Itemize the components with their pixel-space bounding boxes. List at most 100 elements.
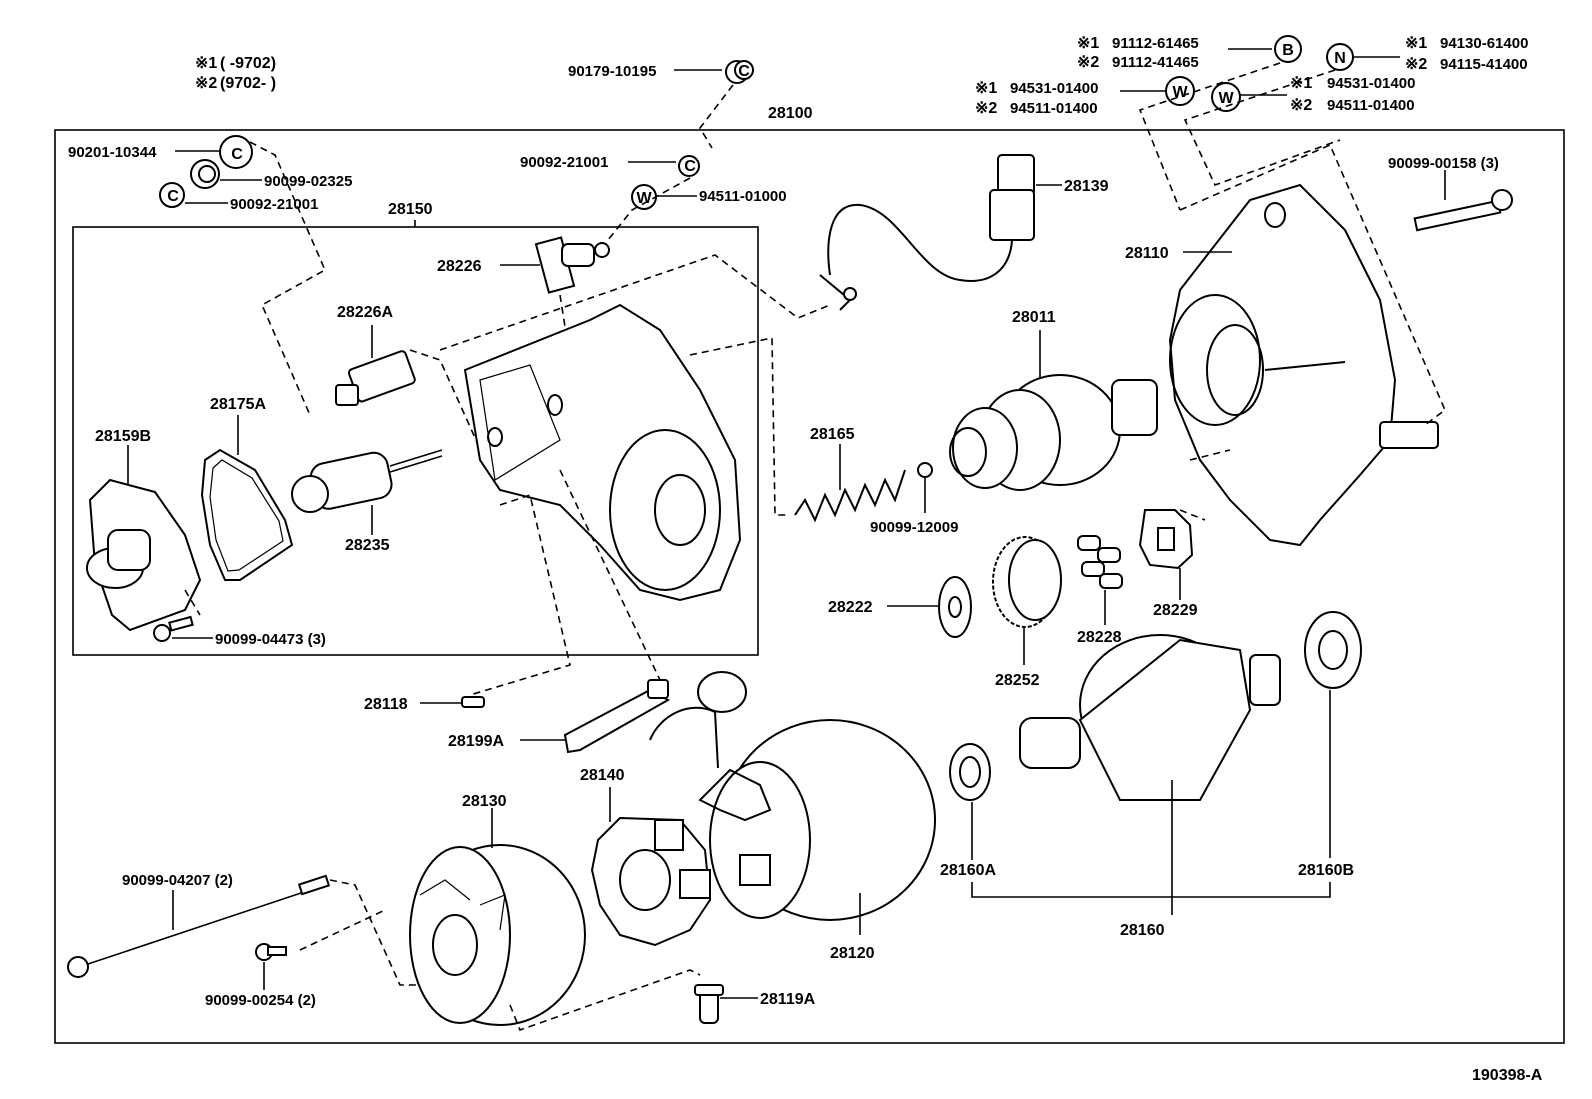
svg-text:※1: ※1 <box>1290 75 1312 92</box>
label-28222: 28222 <box>828 599 873 616</box>
part-28226A <box>335 350 416 406</box>
part-94511-01000: W <box>631 184 657 210</box>
svg-text:※1: ※1 <box>975 80 997 97</box>
legend: ※1 ( -9702) ※2 (9702- ) <box>195 55 276 92</box>
label-28011: 28011 <box>1012 309 1056 326</box>
part-28011 <box>949 374 1158 491</box>
label-28199A: 28199A <box>448 733 504 750</box>
part-28226 <box>534 236 610 294</box>
label-28228: 28228 <box>1077 629 1122 646</box>
label-28175A: 28175A <box>210 396 266 413</box>
label-90099-00254: 90099-00254 (2) <box>205 992 316 1009</box>
part-28222 <box>938 576 972 638</box>
label-94511-01000: 94511-01000 <box>699 188 787 205</box>
svg-text:C: C <box>684 158 696 175</box>
label-90099-12009: 90099-12009 <box>870 519 958 536</box>
label-90092-21001-top: 90092-21001 <box>520 154 608 171</box>
part-90099-00254 <box>255 943 287 961</box>
svg-text:94511-01400: 94511-01400 <box>1327 97 1415 114</box>
svg-text:C: C <box>231 146 243 163</box>
label-28160B: 28160B <box>1298 862 1354 879</box>
part-28130 <box>409 844 586 1026</box>
label-90099-00158: 90099-00158 (3) <box>1388 155 1499 172</box>
circle-c-icon: C <box>738 63 750 80</box>
svg-text:※2: ※2 <box>1405 56 1427 73</box>
part-90099-02325 <box>190 159 220 189</box>
label-90092-21001-left: 90092-21001 <box>230 196 318 213</box>
part-28139 <box>819 154 1035 311</box>
ref-washer-w-left: ※1 94531-01400 ※2 94511-01400 W <box>975 76 1195 117</box>
part-90201-10344: C <box>219 135 253 169</box>
legend-text-1: ( -9702) <box>220 55 276 72</box>
ref-washer-w-right: W ※1 94531-01400 ※2 94511-01400 <box>1211 75 1415 114</box>
part-28119A <box>694 984 724 1024</box>
label-28159B: 28159B <box>95 428 151 445</box>
part-90092-21001-left: C <box>159 182 185 208</box>
part-28140 <box>590 816 712 947</box>
label-90201-10344: 90201-10344 <box>68 144 157 161</box>
svg-text:※1: ※1 <box>1405 35 1427 52</box>
part-28160 <box>1019 634 1281 801</box>
svg-text:※1: ※1 <box>1077 35 1099 52</box>
label-90099-04473: 90099-04473 (3) <box>215 631 326 648</box>
svg-text:※2: ※2 <box>975 100 997 117</box>
part-28120 <box>649 671 936 921</box>
part-28235 <box>291 449 443 513</box>
label-90099-02325: 90099-02325 <box>264 173 352 190</box>
part-28118 <box>461 696 485 708</box>
part-90099-00158 <box>1413 189 1513 232</box>
label-28160A: 28160A <box>940 862 996 879</box>
label-28226A: 28226A <box>337 304 393 321</box>
label-28120: 28120 <box>830 945 875 962</box>
part-28160A <box>949 743 991 801</box>
svg-text:94531-01400: 94531-01400 <box>1010 80 1098 97</box>
legend-mark-1: ※1 <box>195 55 217 72</box>
part-28199A <box>563 679 671 754</box>
svg-text:94115-41400: 94115-41400 <box>1440 56 1528 73</box>
label-28229: 28229 <box>1153 602 1198 619</box>
svg-text:94531-01400: 94531-01400 <box>1327 75 1415 92</box>
legend-mark-2: ※2 <box>195 75 217 92</box>
label-90179-10195: 90179-10195 <box>568 63 656 80</box>
label-28140: 28140 <box>580 767 625 784</box>
part-28175A <box>200 448 294 581</box>
svg-text:※2: ※2 <box>1077 54 1099 71</box>
label-28252: 28252 <box>995 672 1040 689</box>
ref-bolt-b: ※1 91112-61465 ※2 91112-41465 B <box>1077 35 1302 71</box>
svg-text:91112-61465: 91112-61465 <box>1112 35 1199 52</box>
part-28159B <box>86 478 202 632</box>
circle-w-icon: W <box>636 190 652 207</box>
ref-nut-n: N ※1 94130-61400 ※2 94115-41400 <box>1326 35 1528 73</box>
part-28160B <box>1304 611 1362 689</box>
group-label-28100: 28100 <box>768 105 813 122</box>
svg-text:C: C <box>167 188 179 205</box>
label-28226: 28226 <box>437 258 482 275</box>
svg-text:※2: ※2 <box>1290 97 1312 114</box>
part-28165 <box>794 462 933 523</box>
label-28119A: 28119A <box>760 991 816 1008</box>
part-28229 <box>1138 509 1194 570</box>
group-label-28150: 28150 <box>388 201 433 218</box>
label-28165: 28165 <box>810 426 855 443</box>
group-label-28160: 28160 <box>1120 922 1165 939</box>
label-28118: 28118 <box>364 696 408 713</box>
part-90099-04207 <box>67 874 331 978</box>
svg-text:W: W <box>1218 90 1234 107</box>
part-28110 <box>1168 183 1439 547</box>
part-90099-04473 <box>153 615 194 642</box>
svg-text:91112-41465: 91112-41465 <box>1112 54 1199 71</box>
part-28252 <box>992 536 1062 628</box>
svg-text:94511-01400: 94511-01400 <box>1010 100 1098 117</box>
label-90099-04207: 90099-04207 (2) <box>122 872 233 889</box>
circle-n-icon: N <box>1334 50 1346 67</box>
label-28139: 28139 <box>1064 178 1109 195</box>
label-28110: 28110 <box>1125 245 1169 262</box>
label-28130: 28130 <box>462 793 507 810</box>
legend-text-2: (9702- ) <box>220 75 276 92</box>
part-90179-10195: C <box>725 60 754 84</box>
diagram-id: 190398-A <box>1472 1067 1543 1084</box>
circle-b-icon: B <box>1282 42 1294 59</box>
part-90092-21001-top: C <box>678 155 700 177</box>
svg-text:W: W <box>1172 84 1188 101</box>
